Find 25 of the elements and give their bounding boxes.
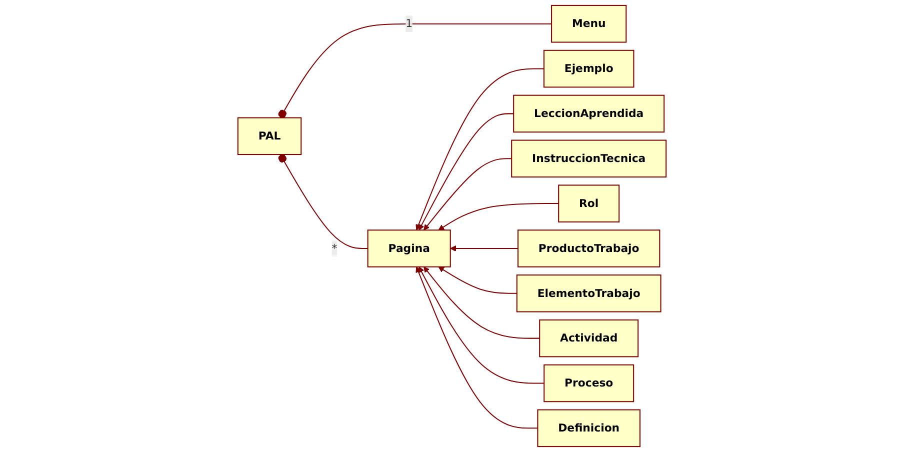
- node-box: Actividad: [539, 319, 639, 358]
- arrow: [418, 266, 544, 384]
- edge-label: *: [332, 242, 338, 255]
- arrow: [424, 266, 540, 339]
- node-box: PAL: [237, 117, 302, 156]
- arrow: [438, 203, 559, 230]
- node-box: LeccionAprendida: [513, 94, 665, 133]
- arrow: [438, 266, 517, 294]
- node-box: ElementoTrabajo: [516, 274, 662, 312]
- node-box: Menu: [551, 4, 627, 43]
- arrow: [450, 245, 518, 252]
- node-box: InstruccionTecnica: [511, 140, 667, 178]
- edge-label: 1: [406, 17, 413, 30]
- node-box: Ejemplo: [543, 50, 634, 88]
- connector: [278, 23, 552, 118]
- node-box: Definicion: [537, 409, 640, 448]
- arrow: [416, 68, 544, 230]
- node-box: Rol: [558, 184, 620, 222]
- connector: [278, 154, 368, 249]
- node-box: Pagina: [367, 230, 451, 268]
- node-box: ProductoTrabajo: [518, 230, 660, 268]
- node-box: Proceso: [544, 364, 634, 402]
- arrow: [424, 158, 512, 230]
- arrow: [416, 266, 538, 429]
- arrow: [418, 113, 514, 230]
